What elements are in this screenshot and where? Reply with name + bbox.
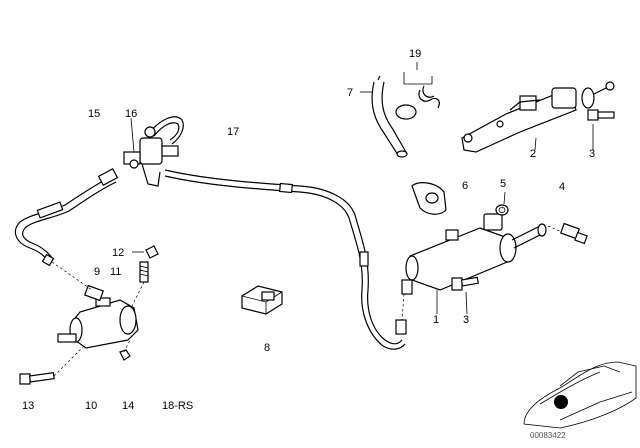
reservoir-hose-7	[371, 75, 408, 158]
slave-cylinder-10	[57, 297, 139, 349]
label-7: 7	[347, 87, 353, 99]
label-5: 5	[500, 178, 506, 190]
label-15: 15	[88, 108, 100, 120]
label-13: 13	[22, 400, 34, 412]
label-17: 17	[227, 126, 239, 138]
label-10: 10	[85, 400, 97, 412]
diagram-code: 00083422	[530, 431, 566, 440]
label-16: 16	[125, 108, 137, 120]
label-14: 14	[122, 400, 134, 412]
master-cylinder-2	[461, 81, 615, 153]
clip-8	[241, 285, 283, 315]
label-4: 4	[559, 181, 565, 193]
hydraulic-line-17	[164, 169, 406, 350]
label-3-upper: 3	[589, 148, 595, 160]
label-11: 11	[110, 266, 121, 278]
leader-lines	[130, 62, 594, 315]
bracket-6	[411, 182, 447, 215]
label-3-lower: 3	[463, 314, 469, 326]
car-locator-icon	[523, 361, 637, 429]
bleeder-9	[51, 261, 104, 302]
junction-16	[123, 116, 184, 187]
hose-15	[14, 168, 119, 267]
label-2: 2	[530, 148, 536, 160]
hose-clip-19	[395, 72, 440, 120]
label-9: 9	[94, 266, 100, 278]
label-12: 12	[112, 247, 124, 259]
label-18-rs: 18-RS	[162, 400, 193, 412]
label-19: 19	[409, 48, 421, 60]
label-6: 6	[462, 180, 468, 192]
bolt-13	[19, 343, 87, 385]
nut-14	[119, 339, 131, 361]
bolt-3-lower	[451, 276, 479, 291]
master-cylinder-1	[395, 213, 547, 335]
seal-5	[495, 204, 509, 216]
label-1: 1	[433, 314, 439, 326]
bolt-3-upper	[587, 109, 615, 121]
bleed-screw-11	[131, 261, 149, 307]
location-marker	[554, 395, 568, 409]
label-8: 8	[264, 342, 270, 354]
dust-cap-12	[145, 245, 159, 259]
pushrod-4	[547, 222, 588, 245]
